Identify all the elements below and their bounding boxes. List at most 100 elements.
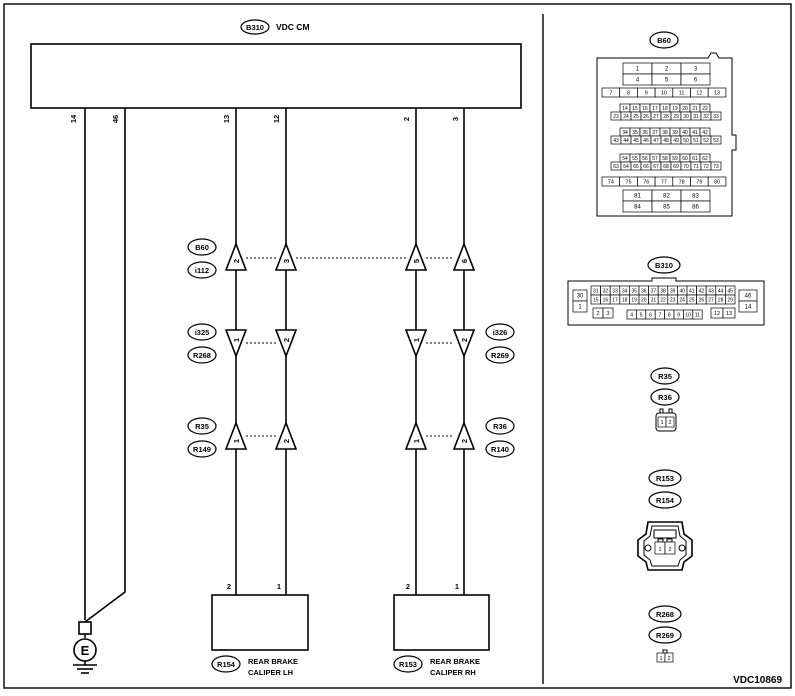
b310-pin-number: 27 (708, 297, 714, 303)
rear-brake-caliper-rh (393, 594, 490, 651)
b310-connector-face (567, 277, 765, 326)
b60-pin-number: 66 (643, 164, 649, 170)
b310-pin-number: 26 (699, 297, 705, 303)
b60-pin-number: 34 (622, 130, 628, 136)
b60-pin-number: 26 (643, 114, 649, 120)
connector-terminal-up: 1 (404, 420, 428, 450)
b310-pin-cell (602, 307, 614, 319)
b60-pin-number: 65 (633, 164, 639, 170)
b310-pin-number: 29 (727, 297, 733, 303)
connector-badge (648, 491, 682, 509)
r153-r154-connector-face: 1 2 (637, 521, 693, 571)
b60-pin-number: 27 (653, 114, 659, 120)
b310-pin-number: 14 (745, 305, 752, 311)
b60-pin-number: 56 (642, 156, 648, 162)
connector-badge-label: R149 (193, 445, 211, 454)
svg-text:2: 2 (282, 439, 291, 443)
b60-pin-number: 12 (696, 90, 702, 96)
caliper-name-line2: CALIPER RH (430, 668, 476, 677)
b310-pin-number: 33 (612, 288, 618, 294)
connector-badge (650, 388, 680, 406)
b60-pin-number: 21 (692, 106, 698, 112)
b310-pin-number: 42 (699, 288, 705, 294)
connector-badge-label: R35 (195, 422, 209, 431)
connector-badge-label: R140 (491, 445, 509, 454)
connector-badge-label: R36 (493, 422, 507, 431)
connector-badge (650, 367, 680, 385)
b310-pin-number: 45 (727, 288, 733, 294)
b310-pin-number: 25 (689, 297, 695, 303)
svg-text:1: 1 (412, 338, 421, 342)
b310-pin-number: 28 (718, 297, 724, 303)
b60-pin-number: 16 (642, 106, 648, 112)
b310-pin-number: 44 (718, 288, 724, 294)
b60-pin-number: 64 (623, 164, 629, 170)
b60-pin-number: 33 (713, 114, 719, 120)
b60-pin-number: 43 (613, 138, 619, 144)
r268-r269-connector-face: 1 2 (656, 649, 674, 663)
b60-pin-number: 22 (702, 106, 708, 112)
b60-pin-number: 45 (633, 138, 639, 144)
b60-pin-number: 70 (683, 164, 689, 170)
b60-pin-cell (707, 87, 727, 98)
connector-badge-label: R153 (656, 474, 674, 483)
connector-badge (648, 626, 682, 644)
b60-pin-number: 37 (652, 130, 658, 136)
b310-pin-cell (692, 309, 703, 320)
caliper-pin-label: 1 (455, 582, 459, 591)
b60-pin-number: 83 (692, 194, 699, 200)
b60-pin-number: 58 (662, 156, 668, 162)
connector-badge (187, 346, 217, 364)
ground-label: E (81, 643, 90, 658)
b60-pin-number: 11 (679, 90, 685, 96)
b60-pin-number: 30 (683, 114, 689, 120)
b60-pin-number: 39 (672, 130, 678, 136)
b60-pin-number: 5 (665, 78, 669, 84)
b310-pin-number: 34 (622, 288, 628, 294)
b60-pin-number: 80 (714, 179, 720, 185)
b310-pin-number: 18 (622, 297, 628, 303)
b60-pin-cell (710, 161, 722, 171)
b60-pin-number: 71 (693, 164, 699, 170)
b310-pin-number: 21 (651, 297, 657, 303)
b310-pin-number: 10 (685, 312, 691, 318)
b60-pin-number: 4 (636, 78, 640, 84)
caliper-pin-label: 2 (227, 582, 231, 591)
connector-badge-label: R35 (658, 372, 672, 381)
b60-pin-number: 24 (623, 114, 629, 120)
b60-pin-number: 28 (663, 114, 669, 120)
ground-icon: E (73, 621, 97, 674)
b310-pin-number: 36 (641, 288, 647, 294)
module-connector-badge (240, 19, 270, 35)
b60-pin-number: 10 (661, 90, 667, 96)
connector-badge (485, 346, 515, 364)
b310-pin-number: 6 (649, 312, 652, 318)
b60-pin-number: 86 (692, 205, 699, 211)
b60-pin-number: 81 (634, 194, 641, 200)
b310-pin-cell (725, 294, 736, 305)
b60-pin-number: 69 (673, 164, 679, 170)
b60-pin-number: 67 (653, 164, 659, 170)
b310-pin-number: 39 (670, 288, 676, 294)
b60-pin-number: 52 (703, 138, 709, 144)
module-connector-label: B310 (246, 23, 264, 32)
b60-pin-number: 54 (622, 156, 628, 162)
svg-text:1: 1 (660, 420, 663, 426)
b310-pin-number: 1 (578, 305, 582, 311)
caliper-name-line2: CALIPER LH (248, 668, 293, 677)
b60-pin-number: 42 (702, 130, 708, 136)
b310-pin-number: 37 (651, 288, 657, 294)
connector-terminal-down: 1 (404, 329, 428, 359)
connector-badge-label: R268 (193, 351, 211, 360)
b310-pin-cell (722, 307, 736, 319)
b60-pin-number: 79 (696, 179, 702, 185)
connector-terminal-up: 1 (224, 420, 248, 450)
b60-pin-number: 75 (625, 179, 631, 185)
svg-text:2: 2 (667, 656, 670, 662)
connector-terminal-up: 5 (404, 241, 428, 271)
b60-pin-number: 40 (682, 130, 688, 136)
b310-pin-cell (738, 300, 758, 313)
b60-pin-number: 29 (673, 114, 679, 120)
b60-pin-number: 14 (622, 106, 628, 112)
